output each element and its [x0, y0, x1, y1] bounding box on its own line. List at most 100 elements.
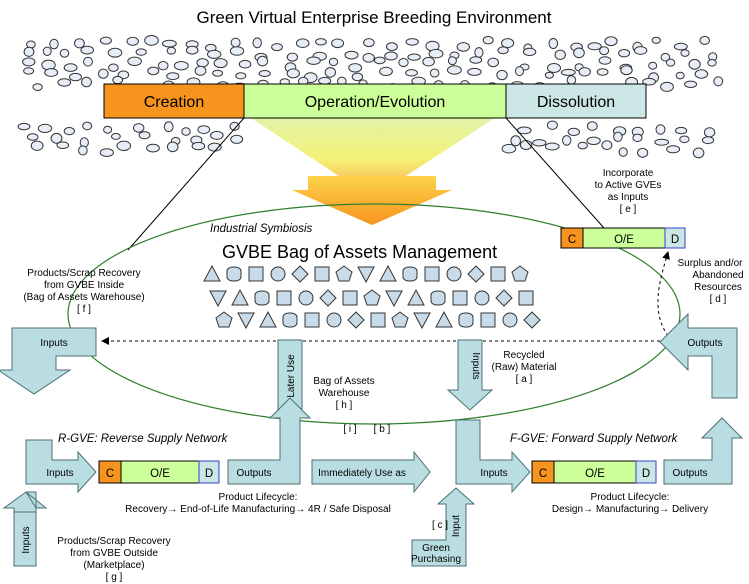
r-gve-heading: R-GVE: Reverse Supply Network [58, 433, 229, 445]
bubble [229, 46, 245, 56]
bubble [469, 56, 483, 64]
bubble [26, 133, 39, 141]
bubble [515, 66, 524, 77]
svg-text:Immediately Use as: Immediately Use as [318, 468, 406, 479]
asset-shape [446, 266, 462, 282]
bubble [384, 51, 398, 61]
boa-title: GVBE Bag of Assets Management [222, 242, 497, 262]
bubble [146, 143, 160, 153]
bubble [324, 67, 336, 78]
bubble [81, 76, 92, 88]
asset-shape [363, 289, 381, 306]
asset-shape [424, 266, 440, 282]
bubble [684, 80, 698, 89]
i-b-label: [ i ] [ b ] [343, 424, 390, 435]
asset-shape [304, 312, 320, 328]
asset-shape [203, 264, 221, 282]
bubble [127, 56, 142, 66]
svg-text:Inputs: Inputs [46, 468, 73, 479]
bubble [230, 37, 241, 48]
svg-text:D: D [205, 468, 213, 480]
svg-text:Outputs: Outputs [687, 338, 722, 349]
svg-text:[ g ]: [ g ] [106, 572, 123, 583]
outputs-arrow-right-top: Outputs [659, 312, 738, 399]
bubble [546, 120, 558, 130]
bubble [78, 145, 88, 156]
svg-text:[ b ]: [ b ] [374, 424, 391, 435]
asset-shape [495, 289, 513, 307]
bubble [56, 141, 70, 149]
svg-text:[ d ]: [ d ] [710, 294, 727, 305]
bubble [566, 75, 577, 85]
svg-text:C: C [539, 468, 547, 480]
bubble [258, 70, 271, 77]
bubble [407, 53, 421, 61]
bubble [99, 36, 112, 45]
bubble [185, 45, 199, 55]
scrap-inside-label: Products/Scrap Recovery from GVBE Inside… [23, 268, 144, 315]
asset-shape [254, 290, 270, 306]
svg-text:to Active GVEs: to Active GVEs [595, 180, 662, 191]
bubble [666, 145, 681, 154]
incorporate-label: Incorporate to Active GVEs as Inputs [ e… [595, 168, 662, 215]
svg-text:(Marketplace): (Marketplace) [83, 560, 144, 571]
svg-text:Products/Scrap Recovery: Products/Scrap Recovery [57, 536, 170, 547]
bubble [601, 140, 613, 151]
bubble [422, 56, 435, 67]
bubble [637, 147, 649, 158]
bubble [363, 38, 375, 48]
bubble [428, 48, 444, 59]
asset-shape [413, 312, 431, 330]
bubble [23, 67, 35, 75]
svg-text:Green: Green [422, 543, 450, 554]
bubble [82, 121, 93, 131]
bubble [620, 65, 633, 76]
svg-text:Incorporate: Incorporate [603, 168, 654, 179]
f-lifecycle-label: Product Lifecycle: Design→ Manufacturing… [552, 492, 708, 515]
bubble [386, 42, 398, 52]
svg-text:as Inputs: as Inputs [608, 192, 649, 203]
bubble [238, 59, 252, 69]
bubble [713, 76, 724, 87]
r-gve-outputs-arrow: Outputs [227, 397, 312, 485]
bubble [348, 63, 363, 73]
bubble [632, 133, 643, 143]
funnel-cone [242, 112, 504, 225]
asset-shape [226, 266, 242, 282]
bubble [133, 123, 145, 133]
svg-text:from GVBE Outside: from GVBE Outside [70, 548, 158, 559]
bubble [351, 72, 364, 82]
asset-shape [385, 290, 403, 308]
creation-segment [103, 83, 245, 119]
bubble [157, 60, 169, 71]
bubble [599, 46, 610, 56]
asset-shape [276, 290, 292, 306]
svg-text:Products/Scrap Recovery: Products/Scrap Recovery [27, 268, 140, 279]
asset-shape [259, 310, 277, 328]
scrap-outside-label: Products/Scrap Recovery from GVBE Outsid… [57, 536, 170, 583]
bubble [126, 36, 139, 46]
svg-text:[ h ]: [ h ] [336, 400, 353, 411]
bubble [362, 53, 375, 63]
bubble [688, 58, 701, 70]
bubble [447, 65, 462, 75]
bubble [660, 81, 674, 92]
incorporate-dashed-arrow [657, 251, 670, 337]
svg-text:[ f ]: [ f ] [77, 304, 91, 315]
asset-shape [467, 265, 485, 283]
bubble [692, 147, 705, 159]
bubble [596, 68, 609, 76]
bubble [532, 139, 547, 147]
bubble [573, 47, 585, 59]
dissolution-segment [505, 83, 647, 119]
svg-text:Surplus and/or: Surplus and/or [677, 258, 743, 269]
bag-warehouse-label: Bag of Assets Warehouse [ h ] [313, 376, 374, 411]
asset-shape [314, 266, 330, 282]
marketplace-inputs-arrow: Inputs [2, 491, 48, 567]
bubble [57, 78, 72, 87]
bubble [59, 48, 70, 58]
bubble [50, 132, 63, 144]
svg-text:Inputs: Inputs [21, 526, 32, 553]
bubble [522, 47, 537, 57]
bubble [577, 141, 588, 150]
